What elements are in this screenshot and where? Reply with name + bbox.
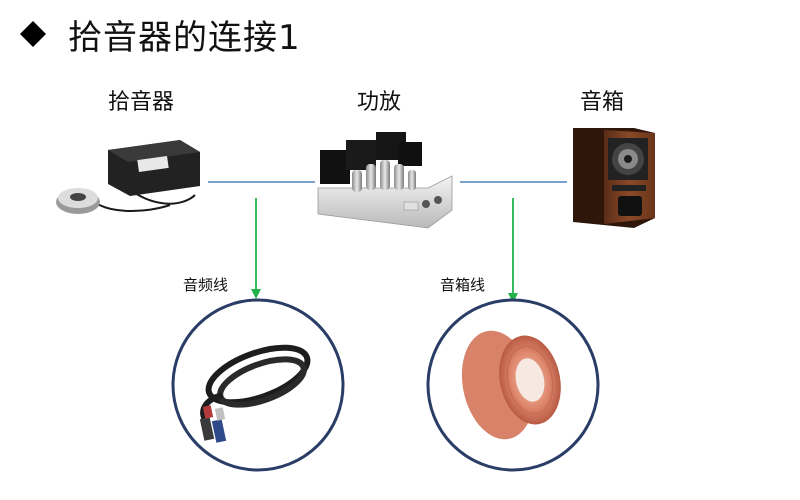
amplifier-image (317, 132, 453, 229)
pickup-label: 拾音器 (108, 90, 175, 115)
pickup-device-image (56, 140, 200, 214)
amplifier-label: 功放 (357, 90, 402, 115)
speaker-image (573, 128, 655, 228)
title-text: 拾音器的连接1 (68, 17, 301, 58)
speaker-cable-label: 音箱线 (440, 276, 486, 294)
speaker-label: 音箱 (580, 90, 625, 115)
audio-cable-image (171, 298, 345, 472)
diamond-bullet-icon (20, 21, 46, 47)
speaker-cable-image (426, 298, 600, 472)
audio-cable-label: 音频线 (183, 276, 229, 294)
slide-title: 拾音器的连接1 (20, 12, 301, 58)
